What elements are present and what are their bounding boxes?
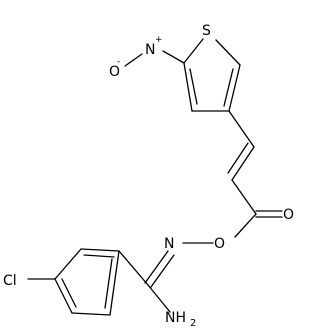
atom-o-ester: O (214, 236, 225, 252)
atom-s-thiophene: S (202, 23, 211, 39)
bond-s-c5 (215, 39, 241, 66)
bond-ar1-ar2-inner (83, 254, 115, 258)
charge-n-plus: + (155, 35, 163, 45)
bond-c5-c4 (228, 64, 241, 112)
bond-ar2-ar3 (54, 248, 82, 280)
bond-c2-s (183, 38, 204, 64)
bond-ar4-ar5 (71, 312, 111, 316)
charge-o-minus: - (117, 57, 120, 67)
bond-ar5-ar6 (109, 250, 120, 316)
bond-n-c-amidine-a (144, 250, 169, 284)
bond-ar3-ar4-inner (61, 278, 77, 308)
atom-o-carbonyl: O (283, 207, 294, 223)
bond-n-c2-thiophene (162, 50, 185, 64)
atom-n-imine: N (164, 236, 174, 252)
atom-cl: Cl (3, 273, 17, 289)
bond-vinyl-double-a (231, 146, 255, 181)
atom-nh2: NH (165, 310, 186, 326)
bond-vinyl2-carbonyl (231, 179, 257, 215)
atom-o-nitro-minus: O (109, 64, 120, 80)
bond-n-c-amidine-b (150, 254, 175, 288)
atom-n-nitro: N (145, 42, 155, 58)
bond-o-n-nitro (124, 53, 143, 67)
bond-carbonyl-o-ester (234, 213, 257, 238)
bond-c-nh2 (147, 284, 171, 313)
molecule-diagram: O - N + S O O N Cl NH 2 (3, 23, 294, 328)
bond-ar5-ar6-inner (104, 258, 113, 309)
bond-c5-c4-double (223, 68, 234, 107)
atom-nh2-subscript: 2 (190, 318, 196, 328)
bond-c-aryl (118, 250, 149, 286)
bond-c4-vinyl1 (228, 110, 255, 148)
bond-vinyl-double-b (227, 142, 249, 174)
bond-ar1-ar2 (80, 248, 120, 252)
bond-c3-c2-double (189, 68, 198, 105)
bond-ar3-ar4 (54, 278, 73, 314)
bond-c3-c2 (183, 62, 193, 112)
